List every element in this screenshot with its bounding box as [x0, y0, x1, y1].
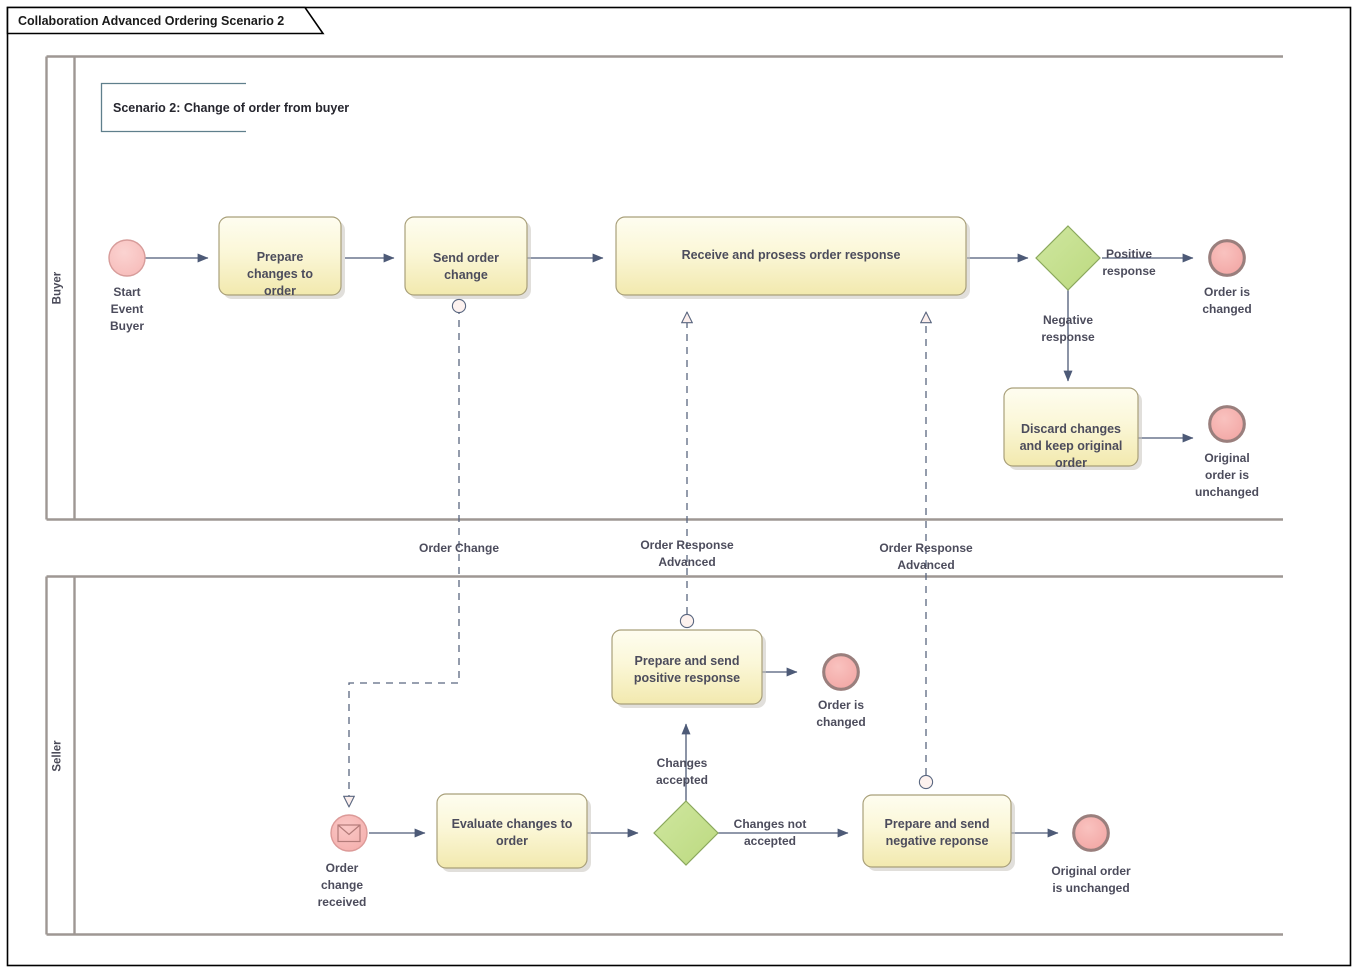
- message-flow-ora1-line1: Order Response: [640, 538, 734, 552]
- flow-label-negative-line1: Negative: [1043, 313, 1093, 327]
- scenario-annotation: Scenario 2: Change of order from buyer: [100, 82, 349, 133]
- end-event-order-changed-line1: Order is: [1204, 285, 1250, 299]
- task-evaluate-changes-to-order[interactable]: Evaluate changes to order: [436, 793, 591, 872]
- end-event-original-order-unchanged[interactable]: Original order is unchanged: [1195, 405, 1259, 499]
- task-send-order-change-line2: change: [444, 268, 488, 282]
- scenario-annotation-text: Scenario 2: Change of order from buyer: [113, 101, 349, 115]
- end-event-original-unchanged-line1: Original: [1204, 451, 1249, 465]
- end-event-order-changed-line2: changed: [1202, 302, 1251, 316]
- task-receive-process-line1: Receive and prosess order response: [682, 248, 901, 262]
- end-event-seller-changed-line1: Order is: [818, 698, 864, 712]
- pool-label-seller: Seller: [52, 740, 64, 772]
- flow-label-not-accepted-line1: Changes not: [734, 817, 807, 831]
- start-event-buyer[interactable]: Start Event Buyer: [108, 239, 146, 333]
- flow-label-changes-not-accepted: Changes not accepted: [734, 817, 807, 848]
- start-event-seller-line3: received: [318, 895, 367, 909]
- gateway-seller-changes[interactable]: [653, 800, 719, 866]
- pool-buyer: Buyer: [45, 55, 1283, 521]
- diagram-title-tab: Collaboration Advanced Ordering Scenario…: [6, 6, 325, 35]
- flow-label-negative-response: Negative response: [1041, 313, 1095, 344]
- task-prepare-send-positive-response[interactable]: Prepare and send positive response: [611, 629, 766, 708]
- end-event-seller-order-is-changed[interactable]: Order is changed: [816, 653, 866, 729]
- flow-label-positive-line1: Positive: [1106, 247, 1152, 261]
- message-flow-ora2-line2: Advanced: [897, 558, 954, 572]
- start-event-seller-line2: change: [321, 878, 363, 892]
- gateway-buyer-response[interactable]: [1035, 225, 1101, 291]
- start-event-buyer-label-line2: Event: [111, 302, 144, 316]
- start-event-buyer-label-line1: Start: [113, 285, 140, 299]
- task-discard-line2: and keep original: [1020, 439, 1123, 453]
- message-flow-order-change[interactable]: Order Change: [349, 298, 499, 807]
- flow-label-negative-line2: response: [1041, 330, 1095, 344]
- task-prepare-changes-line2: changes to: [247, 267, 313, 281]
- flow-label-accepted-line2: accepted: [656, 773, 708, 787]
- task-positive-line2: positive response: [634, 671, 740, 685]
- envelope-icon: [337, 824, 361, 843]
- message-flow-ora1-line2: Advanced: [658, 555, 715, 569]
- task-prepare-send-negative-response[interactable]: Prepare and send negative reponse: [862, 794, 1015, 871]
- task-receive-and-process-order-response[interactable]: Receive and prosess order response: [615, 216, 970, 299]
- end-event-seller-unchanged-line1: Original order: [1051, 864, 1131, 878]
- start-event-buyer-label-line3: Buyer: [110, 319, 144, 333]
- flow-label-accepted-line1: Changes: [657, 756, 708, 770]
- task-positive-line1: Prepare and send: [635, 654, 740, 668]
- buyer-sequence-flows: [145, 253, 1194, 443]
- end-event-order-is-changed[interactable]: Order is changed: [1202, 239, 1252, 316]
- flow-label-not-accepted-line2: accepted: [744, 834, 796, 848]
- end-event-seller-original-unchanged[interactable]: Original order is unchanged: [1051, 814, 1131, 895]
- start-event-order-change-received[interactable]: Order change received: [318, 814, 368, 909]
- task-discard-line3: order: [1055, 456, 1087, 470]
- message-flow-order-change-label: Order Change: [419, 541, 499, 555]
- pool-label-buyer: Buyer: [52, 271, 64, 304]
- end-event-original-unchanged-line3: unchanged: [1195, 485, 1259, 499]
- message-flow-order-response-advanced-1[interactable]: Order Response Advanced: [640, 312, 734, 629]
- pool-seller: Seller: [45, 575, 1283, 936]
- task-negative-line1: Prepare and send: [885, 817, 990, 831]
- task-discard-changes[interactable]: Discard changes and keep original order: [1003, 387, 1142, 470]
- task-evaluate-line1: Evaluate changes to: [452, 817, 573, 831]
- task-negative-line2: negative reponse: [886, 834, 989, 848]
- message-flow-ora2-line1: Order Response: [879, 541, 973, 555]
- task-prepare-changes-to-order[interactable]: Prepare changes to order: [218, 216, 345, 299]
- task-evaluate-line2: order: [496, 834, 528, 848]
- diagram-title: Collaboration Advanced Ordering Scenario…: [18, 14, 284, 28]
- start-event-seller-line1: Order: [326, 861, 359, 875]
- flow-label-changes-accepted: Changes accepted: [656, 756, 708, 787]
- task-send-order-change[interactable]: Send order change: [404, 216, 531, 299]
- outer-frame: [6, 6, 1352, 967]
- task-prepare-changes-line1: Prepare: [257, 250, 304, 264]
- flow-label-positive-line2: response: [1102, 264, 1156, 278]
- end-event-original-unchanged-line2: order is: [1205, 468, 1249, 482]
- end-event-seller-changed-line2: changed: [816, 715, 865, 729]
- seller-sequence-flows: [369, 667, 1059, 838]
- task-prepare-changes-line3: order: [264, 284, 296, 298]
- flow-label-positive-response: Positive response: [1102, 247, 1156, 278]
- task-send-order-change-line1: Send order: [433, 251, 499, 265]
- task-discard-line1: Discard changes: [1021, 422, 1121, 436]
- end-event-seller-unchanged-line2: is unchanged: [1052, 881, 1129, 895]
- message-flow-order-response-advanced-2[interactable]: Order Response Advanced: [879, 312, 973, 790]
